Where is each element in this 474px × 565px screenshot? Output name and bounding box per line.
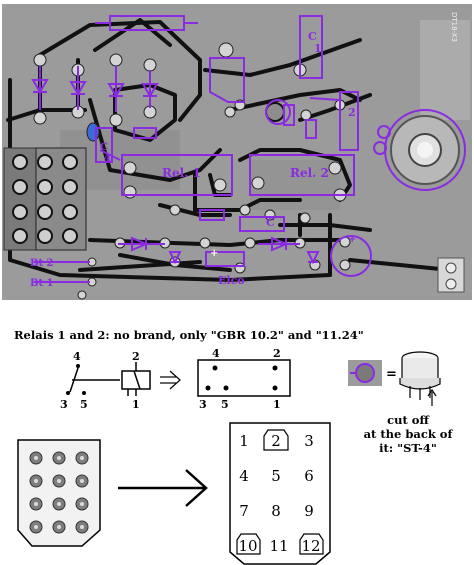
pin-10: 10 bbox=[238, 537, 257, 555]
board-marking: DT18-X3 bbox=[450, 12, 458, 42]
num2-label: 2 bbox=[348, 106, 356, 119]
mounting-nut bbox=[390, 115, 460, 185]
relay-pin-1: 1 bbox=[132, 398, 140, 411]
solder-pads bbox=[33, 42, 351, 300]
pin-11: 11 bbox=[269, 537, 288, 555]
pin-4: 4 bbox=[239, 467, 249, 485]
equals-sign: = bbox=[386, 367, 397, 382]
svg-text:+: + bbox=[210, 248, 218, 259]
relay-pin-5: 5 bbox=[80, 398, 88, 411]
arrow-right-icon bbox=[118, 469, 208, 507]
elco-label: Elco bbox=[218, 274, 245, 287]
c-bottom-label: C bbox=[266, 216, 275, 229]
pin-12: 12 bbox=[301, 537, 320, 555]
pin-8: 8 bbox=[271, 502, 281, 520]
double-arrow-icon bbox=[160, 370, 181, 390]
relay-footprint bbox=[197, 359, 291, 397]
footprint-pin-3: 3 bbox=[199, 398, 207, 411]
pin-7: 7 bbox=[239, 502, 249, 520]
transistor-caption-line1: cut off bbox=[387, 413, 430, 427]
blue-capacitor bbox=[86, 122, 100, 142]
pin-2: 2 bbox=[271, 432, 281, 450]
transistor-photo-icon bbox=[348, 360, 382, 386]
purple-annotations bbox=[31, 15, 466, 283]
transistor-caption-line3: it: "ST-4" bbox=[379, 441, 437, 455]
explanation-diagrams: Relais 1 and 2: no brand, only "GBR 10.2… bbox=[0, 310, 474, 565]
bt2-label: Bt 2 bbox=[30, 258, 54, 269]
pin-9: 9 bbox=[304, 502, 314, 520]
rel1-label: Rel. 1 bbox=[162, 166, 201, 180]
footprint-pin-2: 2 bbox=[273, 347, 281, 360]
connector-pinout bbox=[229, 422, 331, 565]
relay-schematic bbox=[69, 362, 151, 396]
transistor-caption-line2: at the back of bbox=[364, 427, 454, 441]
footprint-pin-1: 1 bbox=[273, 398, 281, 411]
relay-pin-2: 2 bbox=[132, 350, 140, 363]
relay-pin-3: 3 bbox=[60, 398, 68, 411]
footprint-pin-4: 4 bbox=[212, 347, 220, 360]
relay-note: Relais 1 and 2: no brand, only "GBR 10.2… bbox=[14, 328, 364, 342]
bt1-label: Bt 1 bbox=[30, 278, 54, 289]
pin-1: 1 bbox=[239, 432, 249, 450]
transistor-drawing-icon bbox=[399, 351, 441, 406]
svg-text:+: + bbox=[348, 234, 356, 245]
pin-5: 5 bbox=[271, 467, 281, 485]
connector-photo-thumb bbox=[17, 439, 101, 547]
pin-3: 3 bbox=[304, 432, 314, 450]
circuit-board-photo: DT18-X3 bbox=[2, 4, 472, 300]
pin-6: 6 bbox=[304, 467, 314, 485]
connector-socket-photo bbox=[3, 147, 87, 251]
relay-pin-4: 4 bbox=[73, 350, 81, 363]
footprint-pin-5: 5 bbox=[221, 398, 229, 411]
rel2-label: Rel. 2 bbox=[290, 166, 329, 180]
screw-terminal bbox=[437, 257, 465, 293]
